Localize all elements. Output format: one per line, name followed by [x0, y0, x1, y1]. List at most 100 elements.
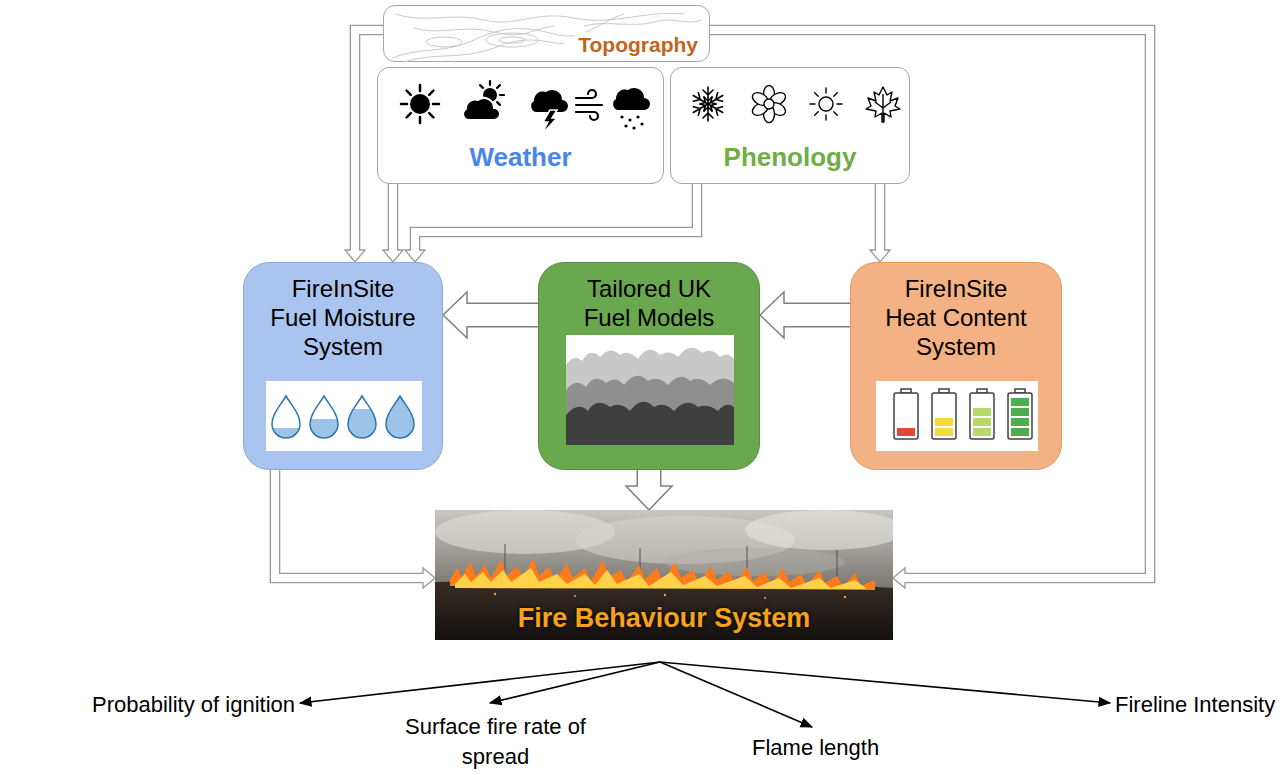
fire-photo-part: [664, 594, 666, 596]
sun-outline-icon: [810, 88, 842, 120]
arrow-head: [870, 250, 890, 262]
weather-icons-part: [576, 104, 602, 106]
fire-photo-part: [745, 510, 893, 550]
fire-photo-part: [494, 593, 846, 599]
connector-body: [782, 304, 850, 326]
box-title: FireInSite Heat Content System: [881, 275, 1031, 361]
phenology-icons-part: [815, 93, 819, 97]
weather-icons-part: [401, 85, 439, 123]
output-label: Flame length: [752, 733, 912, 763]
system-box: FireInSite Fuel Moisture System: [243, 262, 443, 470]
battery-icons-part: [973, 408, 991, 416]
connector-outline: [465, 303, 538, 328]
battery-icons-part: [973, 428, 991, 436]
water-drop-icons-part: [386, 396, 414, 438]
water-drop-icons-part: [272, 396, 300, 438]
battery-icons-part: [894, 389, 1032, 439]
fire-photo-part: [494, 593, 496, 595]
factor-box: Weather: [377, 67, 664, 184]
storm-icon: [531, 90, 568, 134]
water-drop-icons-part: [348, 396, 376, 438]
output-label-slot: Flame length: [752, 733, 912, 763]
battery-icons-part: [935, 428, 953, 436]
output-label-slot: Surface fire rate of spread: [398, 712, 593, 772]
weather-icons-part: [624, 124, 627, 127]
weather-icons-part: [480, 85, 483, 88]
output-label: Surface fire rate of spread: [398, 712, 593, 772]
connector-body: [275, 470, 425, 578]
weather-icons-part: [632, 126, 635, 129]
treeline-illustration-part: [566, 335, 734, 445]
arrow-head: [626, 486, 672, 510]
arrow-join: [876, 247, 884, 252]
weather-icons-part: [410, 94, 430, 114]
water-drop-icons-part: [310, 396, 338, 438]
phenology-icons-part: [819, 97, 833, 111]
fire-photo-part: [574, 595, 576, 597]
output-label: Fireline Intensity: [1115, 690, 1280, 720]
arrow-head: [760, 292, 784, 338]
phenology-icons-part: [691, 91, 711, 108]
connector-outline: [275, 470, 425, 578]
connector-body: [710, 30, 1150, 578]
output-arrows-part: [660, 662, 1110, 703]
maple-leaf-icon: [866, 87, 900, 122]
weather-icons-part: [433, 103, 439, 106]
battery-icons-part: [1011, 428, 1029, 436]
weather-icons-part: [463, 98, 500, 120]
arrow-join: [638, 483, 660, 488]
water-drop-icons-part: [386, 396, 414, 438]
flower-icon: [750, 86, 788, 123]
battery-icons-part: [894, 393, 918, 439]
arrow-head: [345, 250, 365, 262]
weather-icons-part: [620, 115, 623, 118]
weather-icons-part: [429, 113, 433, 117]
hollow-arrow: [405, 184, 697, 262]
water-drop-icons-part: [310, 419, 338, 438]
battery-icons-part: [932, 393, 956, 439]
snowflake-icon: [691, 87, 725, 121]
hollow-arrow: [760, 292, 850, 338]
arrow-head: [893, 568, 905, 588]
arrow-join: [904, 574, 909, 582]
output-arrows-part: [300, 662, 660, 703]
weather-icons-part: [542, 110, 557, 134]
hollow-arrow: [870, 184, 890, 262]
arrow-join: [389, 247, 397, 252]
weather-icons-part: [640, 122, 643, 125]
connector-body: [415, 184, 697, 252]
water-drop-icons-part: [272, 396, 300, 438]
arrow-head: [443, 292, 467, 338]
contour-illustration-part: [396, 13, 684, 22]
treeline-illustration-part: [566, 348, 734, 445]
contour-illustration-part: [486, 33, 538, 47]
hollow-arrow: [626, 470, 672, 510]
box-title: FireInSite Fuel Moisture System: [268, 275, 418, 361]
phenology-icons-part: [810, 103, 815, 104]
battery-icons-part: [973, 418, 991, 426]
box-title: Fire Behaviour System: [518, 602, 811, 634]
connector-body: [876, 184, 884, 252]
arrow-join: [420, 574, 425, 582]
connector-body: [638, 470, 660, 488]
water-drop-icons-part: [386, 396, 414, 438]
weather-icons-part: [419, 85, 422, 91]
fire-photo-part: [450, 558, 875, 590]
battery-icons-part: [970, 393, 994, 439]
water-drop-icons-part: [348, 396, 376, 438]
weather-icons-part: [531, 90, 568, 112]
contour-illustration-part: [499, 37, 525, 43]
box-title: Topography: [575, 32, 701, 57]
weather-icons-part: [576, 90, 596, 98]
arrow-head: [405, 250, 425, 262]
factor-box: Phenology: [670, 67, 910, 184]
factor-box: Topography: [383, 5, 710, 62]
water-drop-icons-part: [348, 396, 376, 438]
battery-icons-part: [1008, 393, 1032, 439]
treeline-illustration-part: [566, 402, 734, 445]
arrow-join: [411, 247, 419, 252]
cloud-sun-icon: [463, 81, 504, 120]
output-label-slot: Probability of ignition: [10, 690, 295, 720]
water-drop-icons-part: [386, 396, 414, 438]
weather-icons-part: [500, 94, 504, 96]
